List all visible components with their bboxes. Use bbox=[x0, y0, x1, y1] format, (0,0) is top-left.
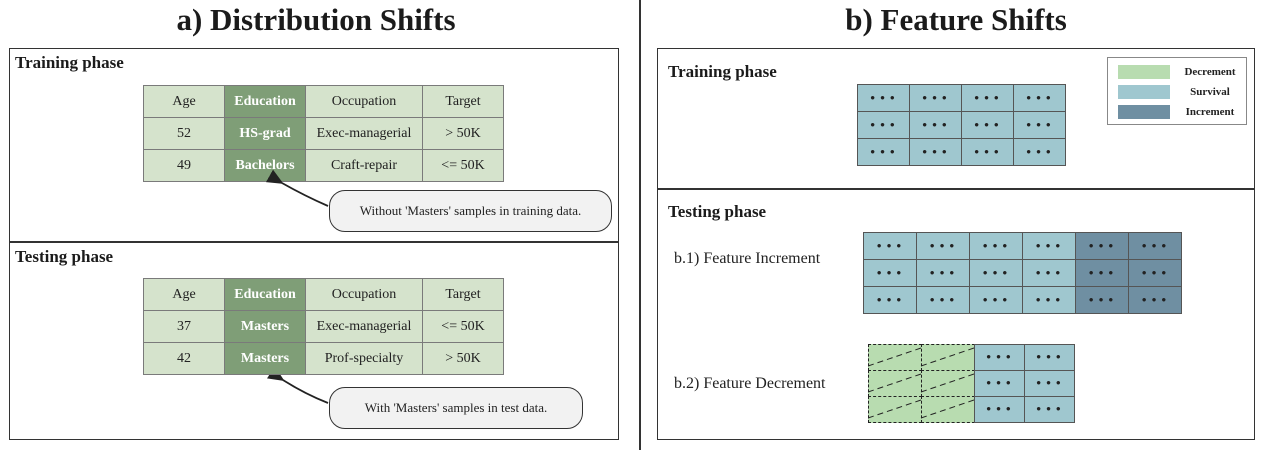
header-occupation: Occupation bbox=[305, 85, 423, 118]
survival-cell: • • • bbox=[915, 285, 970, 314]
survival-cell: • • • bbox=[973, 395, 1025, 423]
survival-cell: • • • bbox=[1021, 231, 1076, 260]
testing-note-bubble: With 'Masters' samples in test data. bbox=[329, 387, 583, 429]
survival-cell: • • • bbox=[968, 231, 1023, 260]
survival-cell: • • • bbox=[1012, 137, 1066, 166]
decrement-cell bbox=[867, 395, 922, 423]
survival-cell: • • • bbox=[1023, 395, 1075, 423]
legend-label: Increment bbox=[1185, 106, 1235, 118]
survival-cell: • • • bbox=[973, 343, 1025, 371]
survival-cell: • • • bbox=[908, 110, 962, 139]
training-note-bubble: Without 'Masters' samples in training da… bbox=[329, 190, 612, 232]
right-title: b) Feature Shifts bbox=[845, 2, 1067, 37]
cell-occupation: Exec-managerial bbox=[305, 310, 423, 343]
legend: Decrement Survival Increment bbox=[1107, 57, 1247, 125]
testing-phase-label: Testing phase bbox=[15, 247, 114, 266]
decrement-cell bbox=[867, 343, 922, 371]
increment-cell: • • • bbox=[1127, 231, 1182, 260]
table-row: 42 Masters Prof-specialty > 50K bbox=[143, 342, 504, 375]
header-age: Age bbox=[143, 278, 225, 311]
header-target: Target bbox=[422, 85, 504, 118]
survival-cell: • • • bbox=[960, 110, 1014, 139]
header-education: Education bbox=[224, 85, 306, 118]
survival-cell: • • • bbox=[908, 83, 962, 112]
header-education: Education bbox=[224, 278, 306, 311]
training-feature-grid: • • • • • • • • • • • • • • • • • • • • … bbox=[856, 83, 1066, 166]
training-table: Age Education Occupation Target 52 HS-gr… bbox=[143, 85, 504, 182]
cell-education: Masters bbox=[224, 342, 306, 375]
legend-swatch bbox=[1118, 65, 1170, 79]
survival-cell: • • • bbox=[856, 137, 910, 166]
increment-cell: • • • bbox=[1074, 231, 1129, 260]
cell-target: <= 50K bbox=[422, 149, 504, 182]
survival-cell: • • • bbox=[1023, 343, 1075, 371]
cell-education: HS-grad bbox=[224, 117, 306, 150]
legend-label: Decrement bbox=[1184, 66, 1236, 78]
survival-cell: • • • bbox=[968, 258, 1023, 287]
cell-age: 42 bbox=[143, 342, 225, 375]
decrement-cell bbox=[920, 395, 975, 423]
cell-age: 52 bbox=[143, 117, 225, 150]
cell-occupation: Exec-managerial bbox=[305, 117, 423, 150]
increment-feature-grid: • • • • • • • • • • • • • • • • • • • • … bbox=[862, 231, 1182, 314]
cell-occupation: Craft-repair bbox=[305, 149, 423, 182]
legend-swatch bbox=[1118, 85, 1170, 99]
survival-cell: • • • bbox=[862, 258, 917, 287]
table-row: 52 HS-grad Exec-managerial > 50K bbox=[143, 117, 504, 150]
training-phase-label: Training phase bbox=[15, 53, 124, 72]
table-row: 49 Bachelors Craft-repair <= 50K bbox=[143, 149, 504, 182]
header-age: Age bbox=[143, 85, 225, 118]
cell-target: > 50K bbox=[422, 117, 504, 150]
increment-cell: • • • bbox=[1074, 285, 1129, 314]
survival-cell: • • • bbox=[908, 137, 962, 166]
cell-age: 49 bbox=[143, 149, 225, 182]
survival-cell: • • • bbox=[1012, 83, 1066, 112]
decrement-cell bbox=[867, 369, 922, 397]
cell-target: > 50K bbox=[422, 342, 504, 375]
center-divider bbox=[639, 0, 641, 450]
survival-cell: • • • bbox=[915, 258, 970, 287]
legend-label: Survival bbox=[1190, 86, 1230, 98]
cell-target: <= 50K bbox=[422, 310, 504, 343]
testing-table: Age Education Occupation Target 37 Maste… bbox=[143, 278, 504, 375]
feature-training-phase-label: Training phase bbox=[668, 62, 777, 81]
right-phase-divider bbox=[657, 188, 1255, 190]
decrement-feature-grid: • • • • • • • • • • • • • • • • • • bbox=[867, 343, 1075, 423]
survival-cell: • • • bbox=[973, 369, 1025, 397]
cell-age: 37 bbox=[143, 310, 225, 343]
survival-cell: • • • bbox=[915, 231, 970, 260]
left-phase-divider bbox=[9, 241, 619, 243]
header-occupation: Occupation bbox=[305, 278, 423, 311]
survival-cell: • • • bbox=[856, 110, 910, 139]
survival-cell: • • • bbox=[968, 285, 1023, 314]
legend-swatch bbox=[1118, 105, 1170, 119]
survival-cell: • • • bbox=[1023, 369, 1075, 397]
left-title: a) Distribution Shifts bbox=[176, 2, 456, 37]
feature-decrement-label: b.2) Feature Decrement bbox=[674, 375, 826, 392]
survival-cell: • • • bbox=[856, 83, 910, 112]
cell-education: Bachelors bbox=[224, 149, 306, 182]
cell-occupation: Prof-specialty bbox=[305, 342, 423, 375]
survival-cell: • • • bbox=[862, 285, 917, 314]
survival-cell: • • • bbox=[1021, 258, 1076, 287]
increment-cell: • • • bbox=[1127, 258, 1182, 287]
feature-testing-phase-label: Testing phase bbox=[668, 202, 767, 221]
survival-cell: • • • bbox=[1012, 110, 1066, 139]
survival-cell: • • • bbox=[960, 137, 1014, 166]
table-header-row: Age Education Occupation Target bbox=[143, 278, 504, 311]
decrement-cell bbox=[920, 343, 975, 371]
table-header-row: Age Education Occupation Target bbox=[143, 85, 504, 118]
table-row: 37 Masters Exec-managerial <= 50K bbox=[143, 310, 504, 343]
survival-cell: • • • bbox=[862, 231, 917, 260]
increment-cell: • • • bbox=[1127, 285, 1182, 314]
decrement-cell bbox=[920, 369, 975, 397]
increment-cell: • • • bbox=[1074, 258, 1129, 287]
cell-education: Masters bbox=[224, 310, 306, 343]
feature-increment-label: b.1) Feature Increment bbox=[674, 250, 821, 267]
survival-cell: • • • bbox=[1021, 285, 1076, 314]
survival-cell: • • • bbox=[960, 83, 1014, 112]
header-target: Target bbox=[422, 278, 504, 311]
